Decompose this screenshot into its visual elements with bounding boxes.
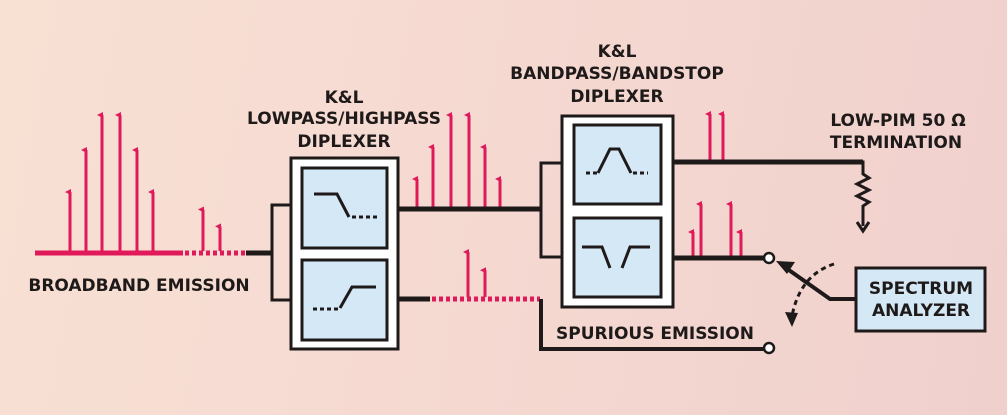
lp-hp-brand-label: K&L [325, 88, 364, 108]
spectral-lines [65, 111, 743, 297]
bandpass-filter [572, 123, 663, 206]
ground-arrow-icon [855, 221, 871, 234]
lowpass-response-icon [314, 192, 351, 218]
second-split [539, 161, 561, 259]
bp-bs-name-label: DIPLEXER [570, 87, 663, 107]
bandpass-response-icon [596, 147, 633, 174]
analyzer-label-1: SPECTRUM [869, 279, 973, 299]
bandstop-filter [572, 216, 663, 299]
bp-bs-type-label: BANDPASS/BANDSTOP [510, 64, 724, 84]
spurious-emission-label: SPURIOUS EMISSION [556, 324, 754, 344]
termination-resistor-icon [673, 160, 873, 226]
analyzer-label-2: ANALYZER [872, 301, 970, 321]
lp-hp-name-label: DIPLEXER [297, 132, 390, 152]
spectrum-analyzer[interactable] [854, 266, 987, 333]
bp-bs-brand-label: K&L [598, 42, 637, 62]
bandstop-response-icon [582, 245, 650, 269]
switch-arrow-icon [776, 261, 795, 274]
switch-contact-spurious[interactable] [762, 341, 776, 355]
termination-label-2: TERMINATION [830, 133, 962, 153]
termination-label-1: LOW-PIM 50 Ω [830, 111, 965, 131]
switch-toggle-arrow-icon [785, 312, 798, 327]
lp-hp-type-label: LOWPASS/HIGHPASS [247, 109, 441, 129]
switch-arm[interactable] [784, 266, 856, 301]
broadband-emission-label: BROADBAND EMISSION [28, 276, 249, 296]
highpass-response-icon [338, 285, 376, 309]
input-split [270, 203, 290, 302]
spurious-path [539, 299, 765, 351]
switch-toggle-arc [790, 262, 835, 317]
switch-contact-bandstop[interactable] [762, 251, 776, 265]
